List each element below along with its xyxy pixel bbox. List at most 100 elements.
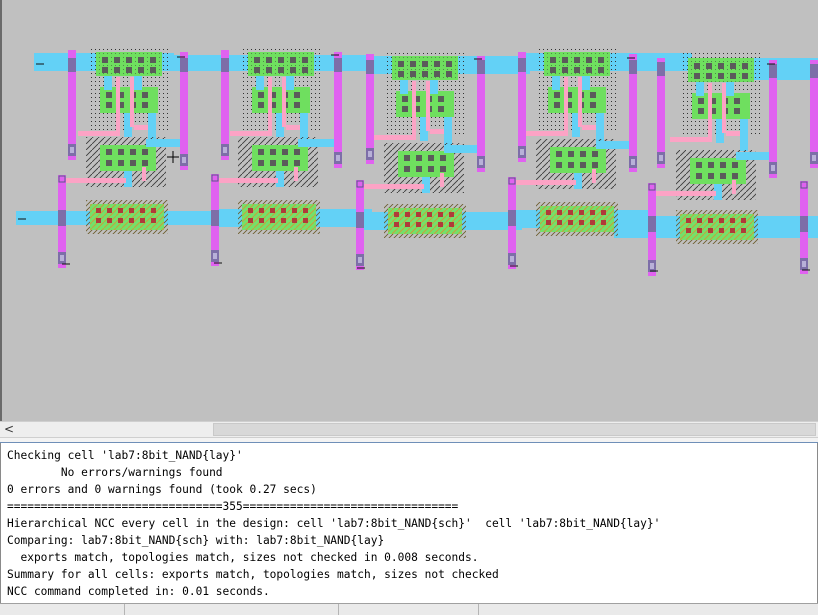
contact-cut [592,162,598,168]
via-contact [180,58,188,72]
nmos-active-region [550,147,606,173]
contact-cut [106,160,112,166]
contact-cut [303,218,308,223]
contact-cut [258,102,264,108]
contact-cut [718,73,724,79]
contact-cut [248,218,253,223]
contact-cut [414,106,420,112]
contact-cut [102,67,108,73]
contact-cut [708,162,714,168]
console-line: No errors/warnings found [7,466,223,479]
poly-route [374,135,416,140]
via-contact [366,60,374,74]
metal1-strap [552,76,560,90]
contact-cut [416,155,422,161]
contact-cut [580,151,586,157]
contact-cut [118,160,124,166]
contact-cut [303,208,308,213]
contact-cut [394,222,399,227]
nmos-active-region [690,158,746,184]
contact-cut [598,67,604,73]
contact-cut [438,106,444,112]
metal1-strap [430,80,438,94]
metal1-strap [596,113,604,145]
contact-cut [140,208,145,213]
contact-cut [259,208,264,213]
via-contact [356,212,364,228]
messages-console[interactable]: Checking cell 'lab7:8bit_NAND{lay}' No e… [0,443,818,603]
via-center [213,253,217,259]
contact-cut [402,96,408,102]
contact-cut [579,220,584,225]
contact-cut [562,57,568,63]
contact-cut [550,57,556,63]
metal1-strap [420,117,428,141]
contact-cut [438,96,444,102]
metal1-strap [716,119,724,143]
pmos-active-region [692,93,750,119]
contact-cut [258,160,264,166]
scroll-left-arrow-icon[interactable]: < [4,422,15,436]
contact-cut [151,218,156,223]
metal2-wire [769,60,777,178]
console-line: NCC command completed in: 0.01 seconds. [7,585,270,598]
contact-cut [118,218,123,223]
poly-gate [578,77,582,127]
via-center [812,155,816,161]
contact-cut [151,208,156,213]
via-contact [810,64,818,78]
nmos-diffusion [242,204,316,230]
contact-cut [694,63,700,69]
metal1-strap [104,76,112,90]
poly-route [218,178,278,183]
pin-outline [800,181,808,189]
contact-cut [270,218,275,223]
poly-gate [722,83,726,133]
poly-gate [268,77,272,133]
scrollbar-thumb[interactable] [213,423,816,436]
horizontal-scrollbar[interactable]: < [0,421,818,438]
contact-cut [698,108,704,114]
via-center [659,155,663,161]
layout-canvas-pane[interactable] [0,0,818,421]
contact-cut [574,57,580,63]
contact-cut [398,71,404,77]
contact-cut [118,92,124,98]
metal1-strap [256,76,264,90]
contact-cut [142,92,148,98]
metal2-wire [366,54,374,164]
contact-cut [550,67,556,73]
contact-cut [734,98,740,104]
contact-cut [107,218,112,223]
pane-splitter[interactable] [0,438,818,443]
poly-gate [130,77,134,127]
contact-cut [270,92,276,98]
metal1-strap [714,184,722,200]
pin-outline [58,175,66,183]
via-contact [211,210,219,226]
via-center [520,149,524,155]
contact-cut [708,228,713,233]
via-center [60,255,64,261]
contact-cut [404,155,410,161]
contact-cut [266,57,272,63]
contact-cut [601,210,606,215]
contact-cut [416,166,422,172]
layout-canvas[interactable] [2,0,818,421]
via-contact [657,62,665,76]
contact-cut [741,228,746,233]
contact-cut [129,218,134,223]
contact-cut [590,210,595,215]
contact-cut [580,162,586,168]
contact-cut [428,166,434,172]
status-bar [0,603,818,615]
contact-cut [140,218,145,223]
via-center [650,263,654,269]
contact-cut [410,61,416,67]
contact-cut [405,212,410,217]
metal1-strap [298,139,338,147]
contact-cut [292,208,297,213]
contact-cut [546,210,551,215]
contact-cut [686,218,691,223]
contact-cut [446,61,452,67]
